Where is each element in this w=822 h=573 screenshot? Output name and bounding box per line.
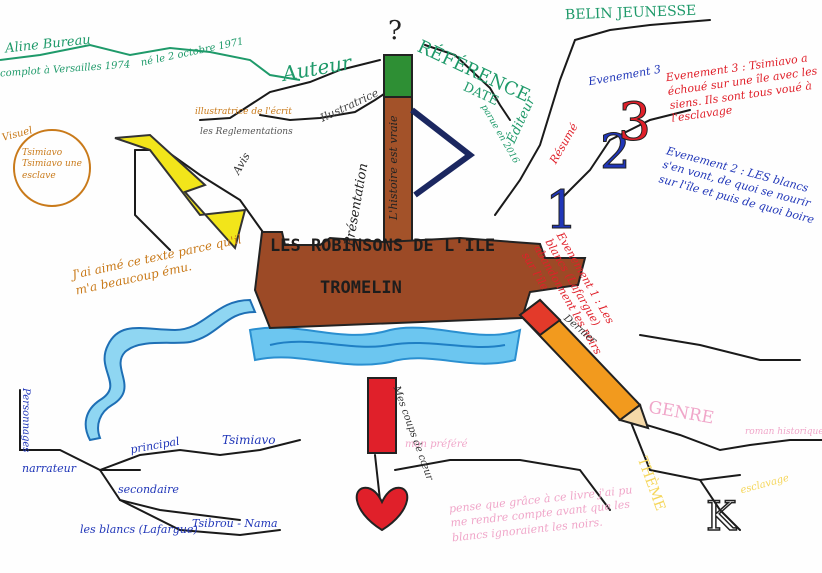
letter-k-icon: K bbox=[706, 494, 737, 540]
branch-line-dernier bbox=[639, 334, 801, 361]
green-branches bbox=[0, 43, 301, 81]
tsibrou-label: Tsibrou - Nama bbox=[192, 517, 278, 530]
branch-line-resume bbox=[559, 109, 691, 201]
coeur-prefere: mon préféré bbox=[405, 439, 468, 450]
principal-name: Tsimiavo bbox=[222, 433, 276, 447]
branch-line-principal bbox=[99, 439, 301, 471]
branch-line-secondaire bbox=[99, 469, 241, 521]
branch-line-theme bbox=[629, 419, 741, 482]
branch-line-avis bbox=[134, 149, 171, 251]
number-2-icon: 2 bbox=[600, 124, 631, 180]
green-line-auteur bbox=[0, 43, 301, 81]
lafargue-label: les blancs (Lafargue) bbox=[80, 523, 198, 536]
secondaire-label: secondaire bbox=[118, 483, 179, 496]
branch-line-personnages bbox=[19, 389, 141, 471]
center-title-line2: TROMELIN bbox=[320, 278, 402, 298]
ship-sail-icon bbox=[410, 107, 475, 198]
branch-line-illustratrice bbox=[259, 89, 391, 122]
illustratrice-item-2: les Reglementations bbox=[200, 127, 293, 137]
center-title-line1: LES ROBINSONS DE L'ILE bbox=[270, 236, 496, 256]
ship-hull bbox=[253, 231, 587, 330]
branch-line-coeur bbox=[394, 459, 611, 511]
ship-flag bbox=[383, 54, 413, 98]
question-mark: ? bbox=[388, 16, 402, 46]
branch-line-lafargue bbox=[119, 499, 281, 537]
branch-line-reference bbox=[424, 44, 511, 121]
heart-stem bbox=[367, 377, 397, 454]
branch-lines bbox=[19, 19, 822, 537]
pencil-icon bbox=[518, 298, 650, 430]
narrateur-label: narrateur bbox=[22, 462, 76, 475]
illustratrice-item: illustratrice de l'écrit bbox=[195, 107, 292, 117]
number-1-icon: 1 bbox=[545, 181, 578, 241]
branch-line-heart bbox=[374, 454, 381, 501]
mast-text-vertical: L'histoire est vraie bbox=[387, 115, 400, 220]
river-icon bbox=[84, 298, 257, 442]
branch-line-theme-end bbox=[699, 479, 741, 531]
branch-line-belin bbox=[494, 19, 711, 216]
branch-line-auteur-top bbox=[199, 59, 381, 121]
personnages-label: Personnages bbox=[20, 388, 31, 453]
genre-value: roman historique bbox=[745, 427, 822, 437]
visuel-circle bbox=[13, 129, 91, 207]
branch-line-genre bbox=[629, 419, 822, 452]
visuel-text: Tsimiavo Tsimiavo une esclave bbox=[22, 148, 82, 181]
heart-icon bbox=[355, 486, 409, 532]
number-3-icon: 3 bbox=[618, 93, 651, 153]
lightning-bolt-icon bbox=[114, 133, 247, 251]
